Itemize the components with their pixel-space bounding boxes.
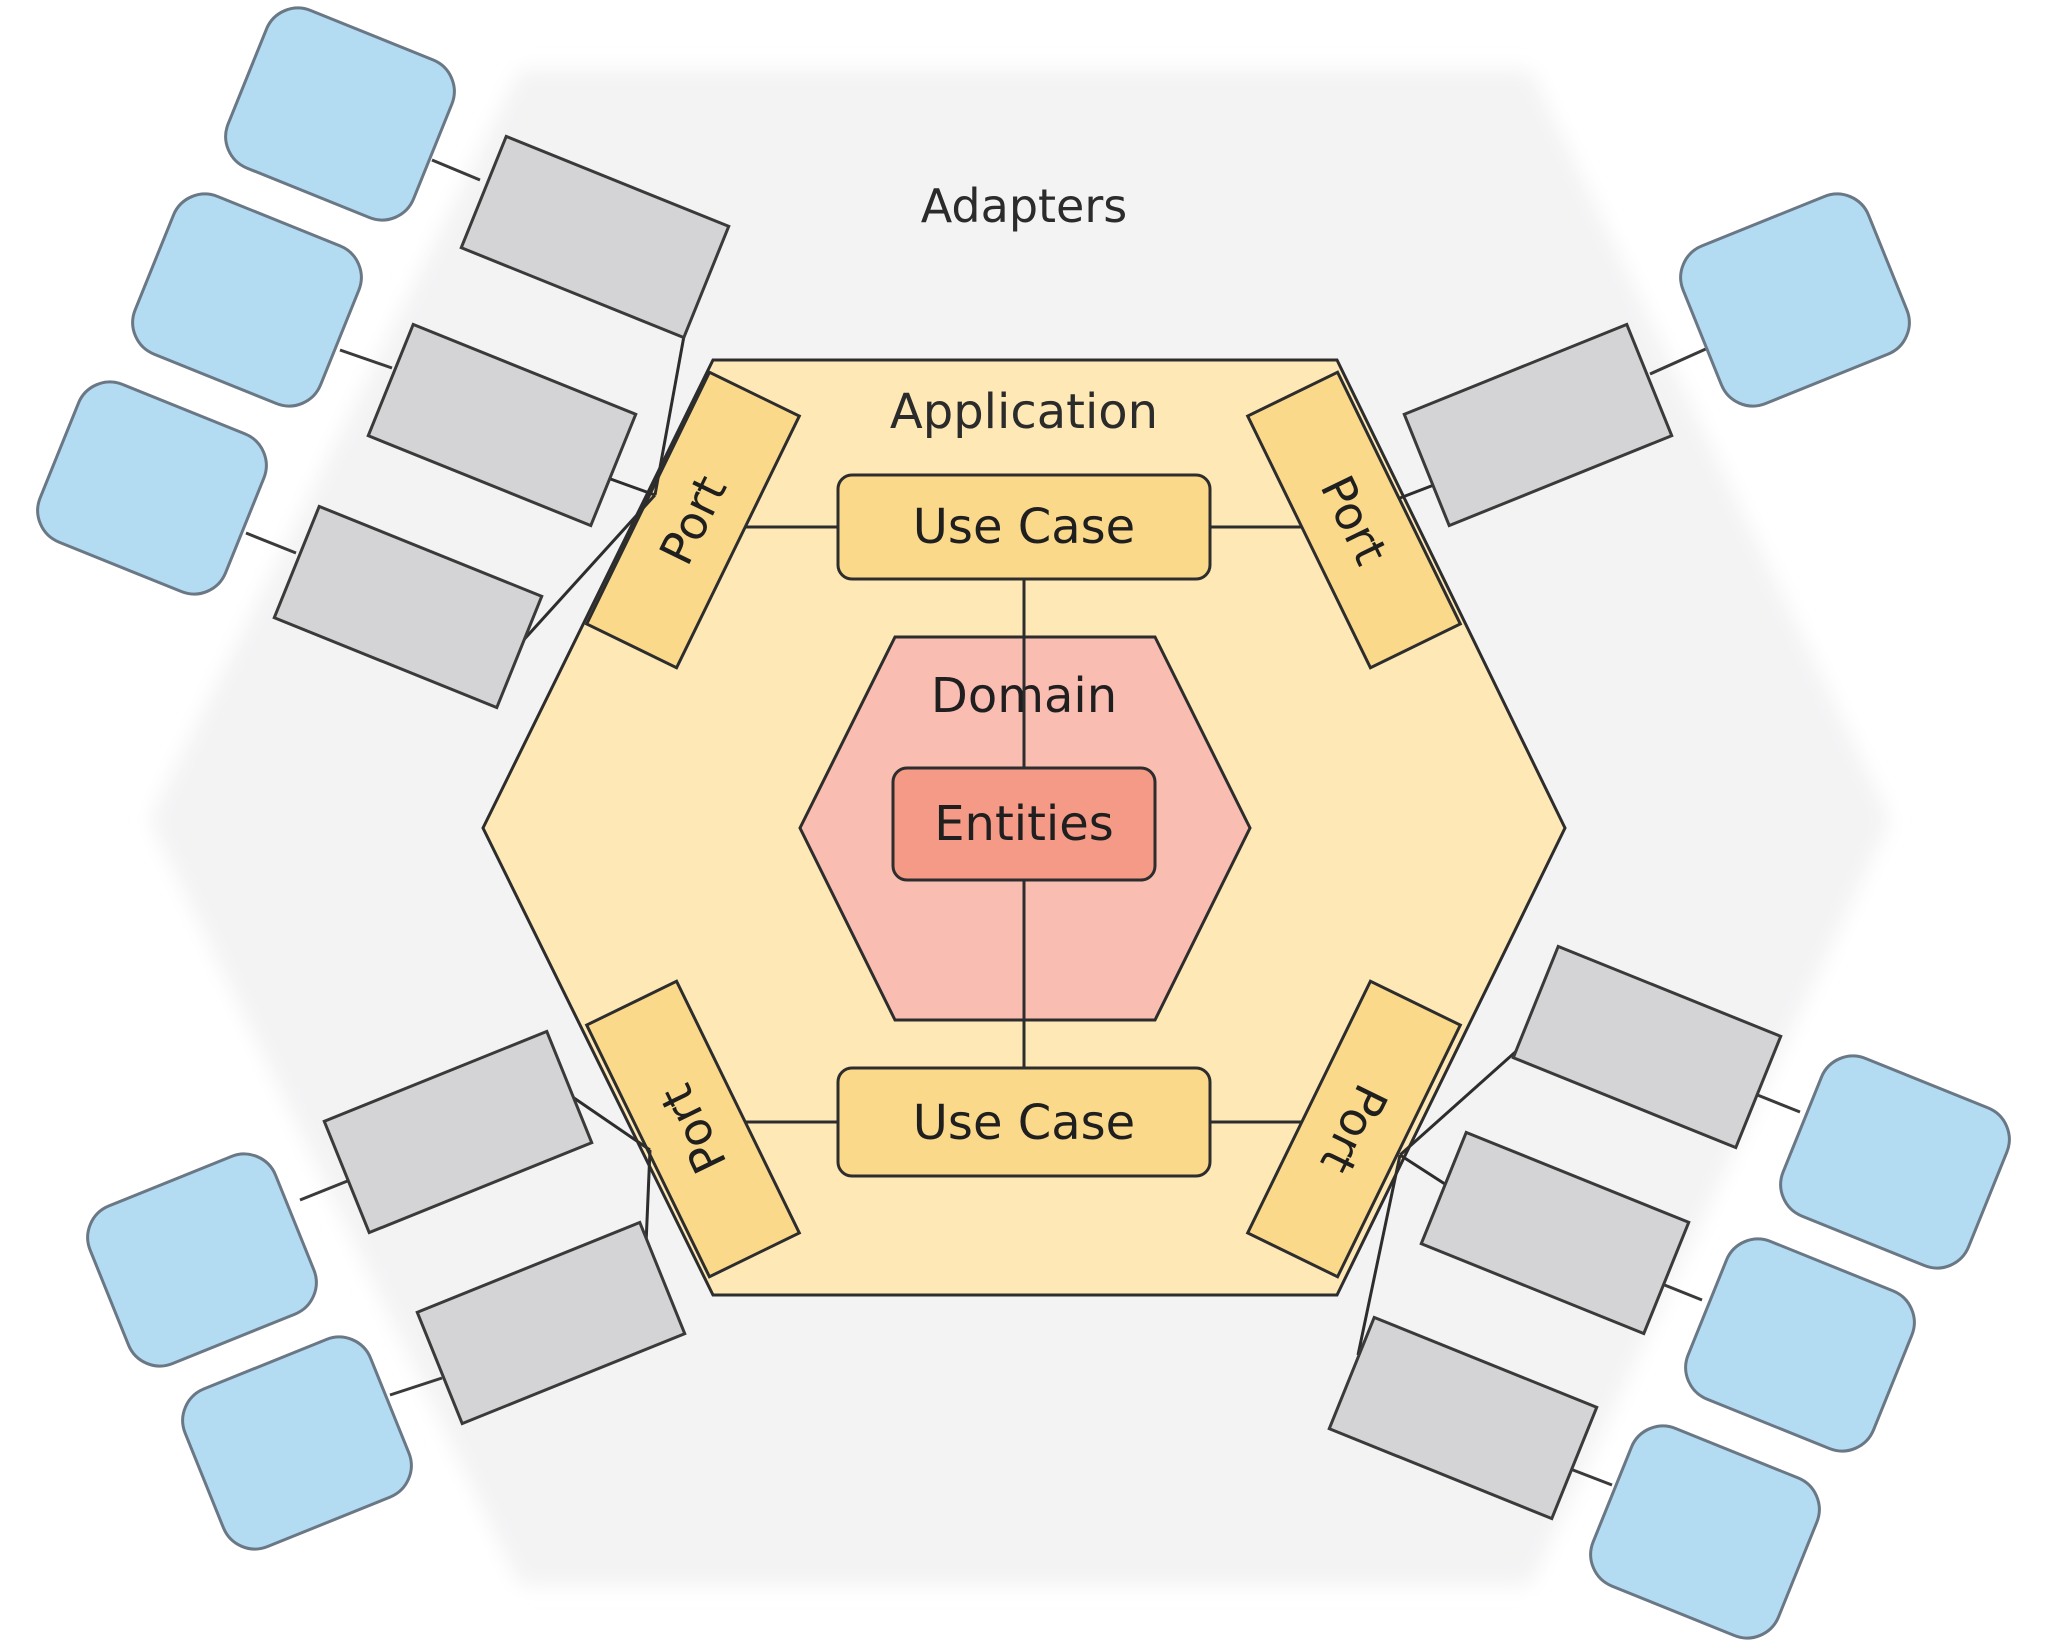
adapter-external-links (245, 158, 1801, 1487)
port-bottom-left: Port (584, 979, 802, 1279)
use-case-top (836, 473, 1212, 581)
adapter-box (322, 1029, 594, 1235)
core-connectors (742, 525, 1308, 1124)
use-case-top-label: Use Case (913, 499, 1135, 555)
external-system-box (181, 1335, 413, 1551)
external-system-box (1779, 1054, 2011, 1270)
use-case-bottom-label: Use Case (913, 1095, 1135, 1151)
port-top-right: Port (1245, 370, 1463, 670)
external-system-box (1679, 192, 1911, 408)
adapter-box (1402, 322, 1674, 528)
external-system-box (1684, 1237, 1916, 1453)
external-system-box (86, 1152, 318, 1368)
adapter-box (366, 322, 638, 528)
adapter-box (1327, 1315, 1599, 1521)
external-system-box (1589, 1424, 1821, 1640)
adapter-group-bottom-right (1327, 944, 2011, 1640)
external-system-box (224, 6, 456, 222)
adapter-group-top-left (36, 6, 731, 710)
application-label: Application (890, 384, 1158, 440)
adapter-box (459, 134, 731, 340)
adapter-box (1419, 1130, 1691, 1336)
adapter-box (415, 1220, 687, 1426)
adapter-box (1511, 944, 1783, 1150)
port-bottom-right: Port (1245, 979, 1463, 1279)
adapter-box (272, 504, 544, 710)
entities-box (891, 766, 1157, 882)
external-system-box (131, 192, 363, 408)
external-system-box (36, 380, 268, 596)
port-top-left: Port (584, 370, 802, 670)
adapter-group-top-right (1402, 192, 1911, 528)
use-case-bottom (836, 1066, 1212, 1178)
adapter-group-bottom-left (86, 1029, 687, 1551)
entities-label: Entities (934, 796, 1114, 852)
adapters-label: Adapters (921, 179, 1127, 233)
